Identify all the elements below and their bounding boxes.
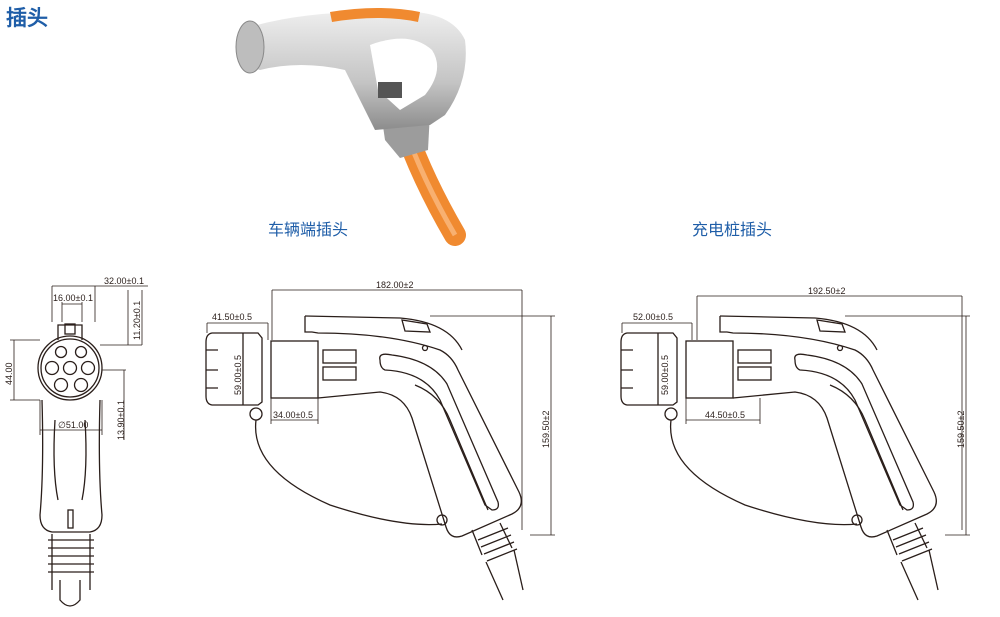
page-title: 插头: [6, 6, 48, 30]
dim-32: 32.00±0.1: [104, 276, 144, 286]
dim-159-5: 159.50±2: [541, 411, 551, 448]
front-view-drawing: 32.00±0.1 16.00±0.1 11.20±0.1 44.00 13.9…: [4, 276, 148, 607]
caption-charger-plug: 充电桩插头: [692, 220, 773, 239]
caption-vehicle-plug: 车辆端插头: [268, 220, 349, 239]
dim-16: 16.00±0.1: [53, 293, 93, 303]
dim-192-5: 192.50±2: [808, 286, 845, 296]
dim-51: ∅51.00: [58, 420, 88, 430]
dim-182: 182.00±2: [376, 280, 413, 290]
dim-159-5-charger: 159.50±2: [956, 411, 966, 448]
vehicle-plug-side-drawing: 182.00±2 41.50±0.5 59.00±0.5 34.00±0.5 1…: [205, 280, 555, 601]
dim-34: 34.00±0.5: [273, 410, 313, 420]
dim-44-5: 44.50±0.5: [705, 410, 745, 420]
plug-photo: [235, 8, 466, 246]
dim-52: 52.00±0.5: [633, 312, 673, 322]
dim-59: 59.00±0.5: [233, 355, 243, 395]
dim-13-9: 13.90±0.1: [116, 400, 126, 440]
dim-44: 44.00: [4, 362, 14, 385]
dim-59-charger: 59.00±0.5: [660, 355, 670, 395]
charger-plug-side-drawing: 192.50±2 52.00±0.5 59.00±0.5 44.50±0.5 1…: [620, 286, 970, 601]
dim-11-2: 11.20±0.1: [132, 301, 142, 340]
dim-41-5: 41.50±0.5: [212, 312, 252, 322]
